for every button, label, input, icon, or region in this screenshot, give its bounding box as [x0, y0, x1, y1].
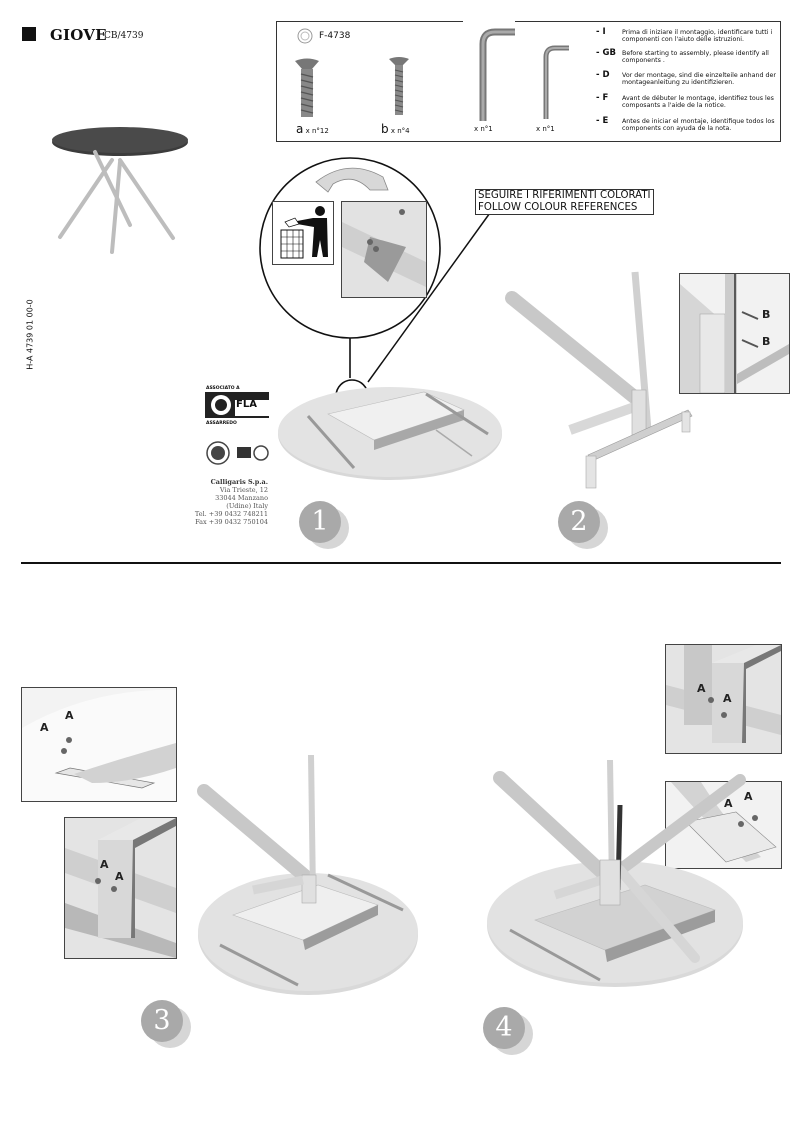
label-a-5: A — [697, 682, 706, 695]
kit-logo-icon — [297, 28, 313, 44]
countersunk-screw-long-icon — [295, 58, 319, 117]
step3-assembly — [197, 754, 418, 995]
large-key-quantity: x n°1 — [474, 125, 493, 133]
step-3-badge: 3 — [141, 1000, 191, 1048]
part-b-label: b x n°4 — [381, 122, 410, 136]
section-divider — [21, 562, 781, 564]
step4-bracket-detail: A A — [665, 644, 782, 754]
step-2-badge: 2 — [558, 501, 608, 549]
step2-screw-detail: B B — [679, 273, 790, 394]
step-4-badge: 4 — [483, 1007, 533, 1055]
product-code: CB/4739 — [104, 31, 144, 41]
step4-assembly — [487, 759, 746, 987]
label-a-6: A — [723, 692, 732, 705]
product-name: GIOVE — [50, 26, 107, 44]
allen-key-large-icon — [479, 28, 515, 121]
fla-text: FLA — [236, 399, 257, 410]
countersunk-screw-short-icon — [389, 57, 409, 115]
part-a-label: a x n°12 — [296, 122, 329, 136]
kit-code: F-4738 — [319, 31, 351, 41]
label-a-3: A — [100, 858, 109, 871]
document-code: H-A 4739 01 00-0 — [25, 299, 35, 370]
small-key-quantity: x n°1 — [536, 125, 555, 133]
step3-bracket-detail: A A — [64, 817, 177, 959]
certification-icons — [206, 441, 269, 465]
label-a-2: A — [65, 709, 74, 722]
label-a-8: A — [744, 790, 753, 803]
fla-logo — [205, 392, 269, 418]
colour-reference-label: SEGUIRE I RIFERIMENTI COLORATI FOLLOW CO… — [475, 189, 654, 215]
curved-arrow-icon — [315, 167, 389, 193]
company-info: Calligaris S.p.a. Via Trieste, 12 33044 … — [194, 478, 268, 526]
label-b-1: B — [762, 308, 771, 321]
label-a-7: A — [724, 797, 733, 810]
discard-bin-icon — [272, 201, 334, 265]
label-b-2: B — [762, 335, 771, 348]
step3-leg-plate-detail: A A — [21, 687, 177, 802]
allen-key-small-icon — [543, 45, 569, 119]
header-square-mark — [22, 27, 36, 41]
label-a-4: A — [115, 870, 124, 883]
step-1-badge: 1 — [299, 501, 349, 549]
parts-panel — [276, 21, 781, 142]
assarredo-text: ASSARREDO — [206, 421, 237, 426]
product-table-image — [52, 127, 188, 254]
parts-panel-gap — [463, 18, 515, 24]
step2-leg-assembly — [505, 271, 693, 489]
label-a-1: A — [40, 721, 49, 734]
step1-tabletop — [278, 387, 502, 480]
step1-bracket-detail — [341, 201, 427, 298]
association-label: ASSOCIATO A — [206, 386, 240, 391]
